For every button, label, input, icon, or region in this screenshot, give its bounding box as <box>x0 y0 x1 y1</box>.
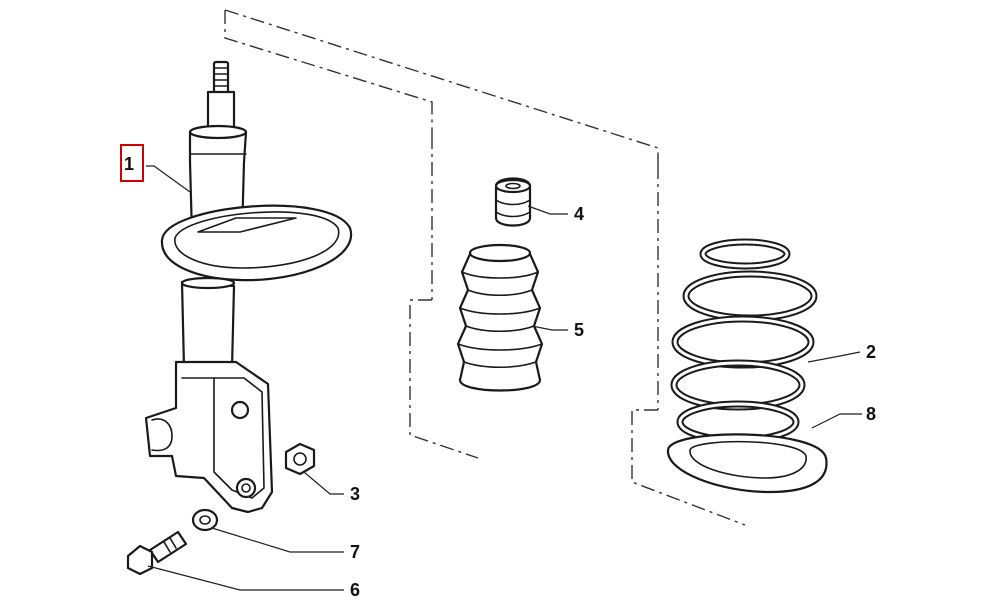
callout-label-4: 4 <box>574 204 584 224</box>
spring-pad-part-8 <box>666 433 828 494</box>
dust-boot-part-5 <box>456 243 544 392</box>
bolt-part-6 <box>126 530 188 576</box>
callout-highlight-box <box>120 144 144 182</box>
callout-label-7: 7 <box>350 542 360 562</box>
washer-part-7 <box>191 508 219 532</box>
nut-part-3 <box>284 442 316 476</box>
callout-label-2: 2 <box>866 342 876 362</box>
callout-label-8: 8 <box>866 404 876 424</box>
leader-lines <box>146 165 862 591</box>
callout-label-1: 1 <box>124 154 134 174</box>
bump-stop-part-4 <box>494 177 532 227</box>
coil-spring-part-2 <box>670 238 818 444</box>
strut-assembly-part-1 <box>144 60 353 514</box>
callout-label-6: 6 <box>350 580 360 600</box>
callout-label-5: 5 <box>574 320 584 340</box>
assembly-guide-lines <box>224 9 746 526</box>
callout-label-3: 3 <box>350 484 360 504</box>
